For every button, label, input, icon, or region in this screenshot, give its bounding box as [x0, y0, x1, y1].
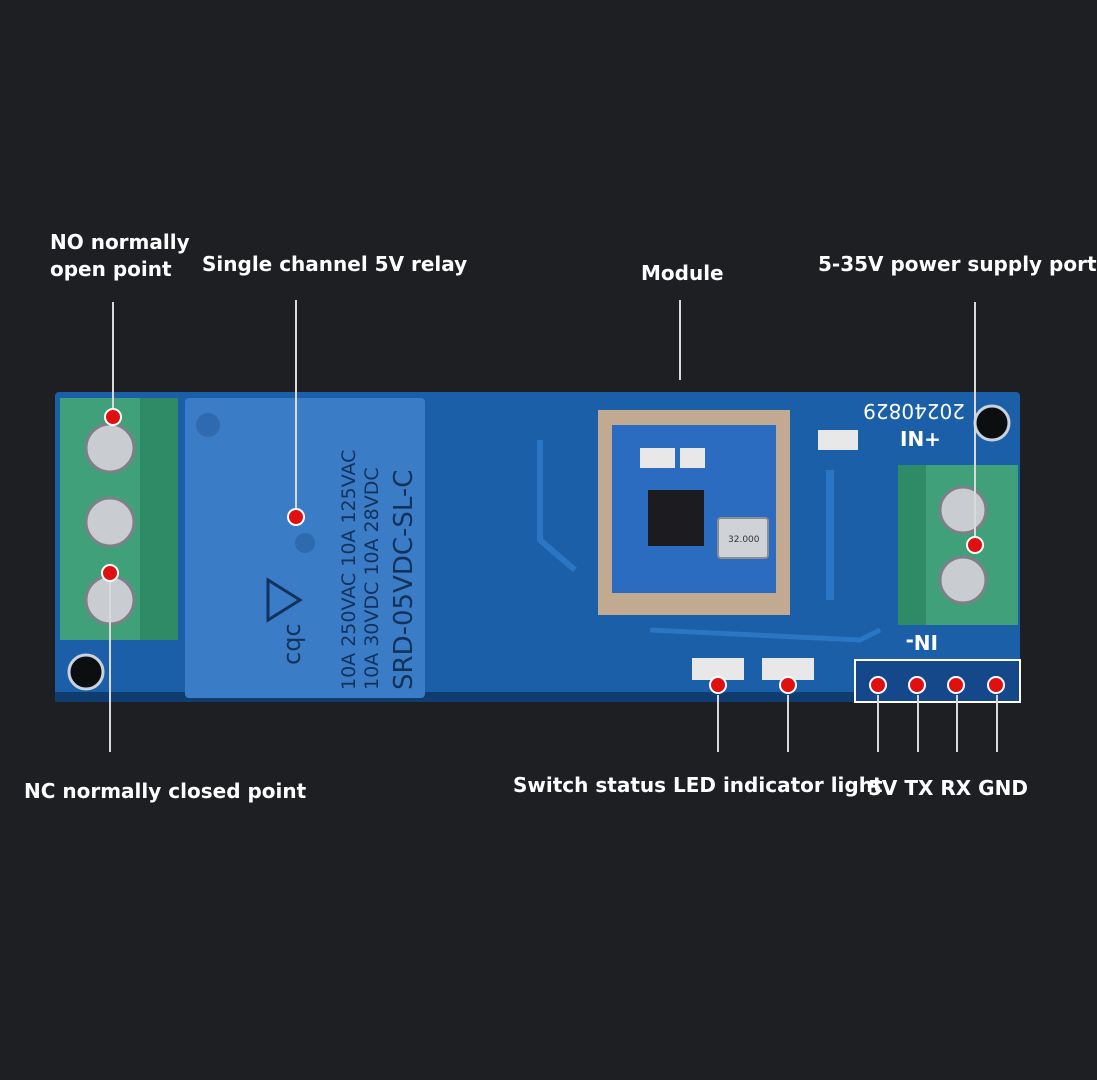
module-crystal — [717, 517, 769, 559]
module-component — [640, 448, 675, 468]
leader-line-pin — [877, 695, 879, 752]
pcb-edge-shadow — [55, 692, 1020, 702]
label-relay: Single channel 5V relay — [202, 252, 468, 276]
terminal-side — [898, 465, 926, 625]
label-power-port: 5-35V power supply port — [818, 252, 1097, 276]
terminal-side — [140, 398, 178, 640]
mounting-hole — [973, 404, 1011, 442]
marker-pin — [869, 676, 887, 694]
terminal-screw — [84, 422, 136, 474]
leader-line-led — [717, 695, 719, 752]
relay-dimple — [295, 533, 315, 553]
marker-nc-point — [101, 564, 119, 582]
board-date-code: 20240829 — [863, 399, 965, 423]
label-nc-point: NC normally closed point — [24, 779, 307, 803]
terminal-screw — [938, 555, 988, 605]
in-plus-label: IN+ — [900, 427, 941, 451]
leader-line-pin — [956, 695, 958, 752]
relay-marking: SRD-05VDC-SL-C — [389, 470, 419, 690]
leader-line-pin — [917, 695, 919, 752]
terminal-screw — [938, 485, 988, 535]
leader-line-led — [787, 695, 789, 752]
marker-relay — [287, 508, 305, 526]
leader-line-module — [679, 300, 681, 380]
marker-no-point — [104, 408, 122, 426]
crystal-marking: 32.000 — [728, 535, 760, 545]
status-led — [762, 658, 814, 680]
marker-led — [779, 676, 797, 694]
label-no-point: NO normally open point — [50, 230, 190, 281]
leader-line-nc — [109, 582, 111, 752]
relay-dimple — [196, 413, 220, 437]
leader-line-relay — [295, 300, 297, 516]
marker-led — [709, 676, 727, 694]
marker-pin — [908, 676, 926, 694]
mounting-hole — [67, 653, 105, 691]
leader-line-no — [112, 302, 114, 414]
relay-triangle-mark — [266, 577, 303, 623]
pcb-trace — [649, 627, 882, 643]
module-chip — [648, 490, 704, 546]
terminal-screw — [84, 496, 136, 548]
status-led — [692, 658, 744, 680]
label-module: Module — [641, 261, 724, 285]
pcb-trace — [537, 440, 577, 573]
marker-pin — [987, 676, 1005, 694]
marker-power-port — [966, 536, 984, 554]
leader-line-power — [974, 302, 976, 542]
relay-brand: cqc — [278, 623, 306, 665]
in-minus-label: IN- — [906, 630, 938, 654]
relay-marking: 10A 30VDC 10A 28VDC — [361, 467, 383, 690]
label-pins: 5V TX RX GND — [868, 776, 1028, 800]
module-component — [818, 430, 858, 450]
marker-pin — [947, 676, 965, 694]
relay-marking: 10A 250VAC 10A 125VAC — [338, 450, 360, 690]
leader-line-pin — [996, 695, 998, 752]
label-led: Switch status LED indicator light — [513, 773, 883, 797]
module-component — [680, 448, 705, 468]
